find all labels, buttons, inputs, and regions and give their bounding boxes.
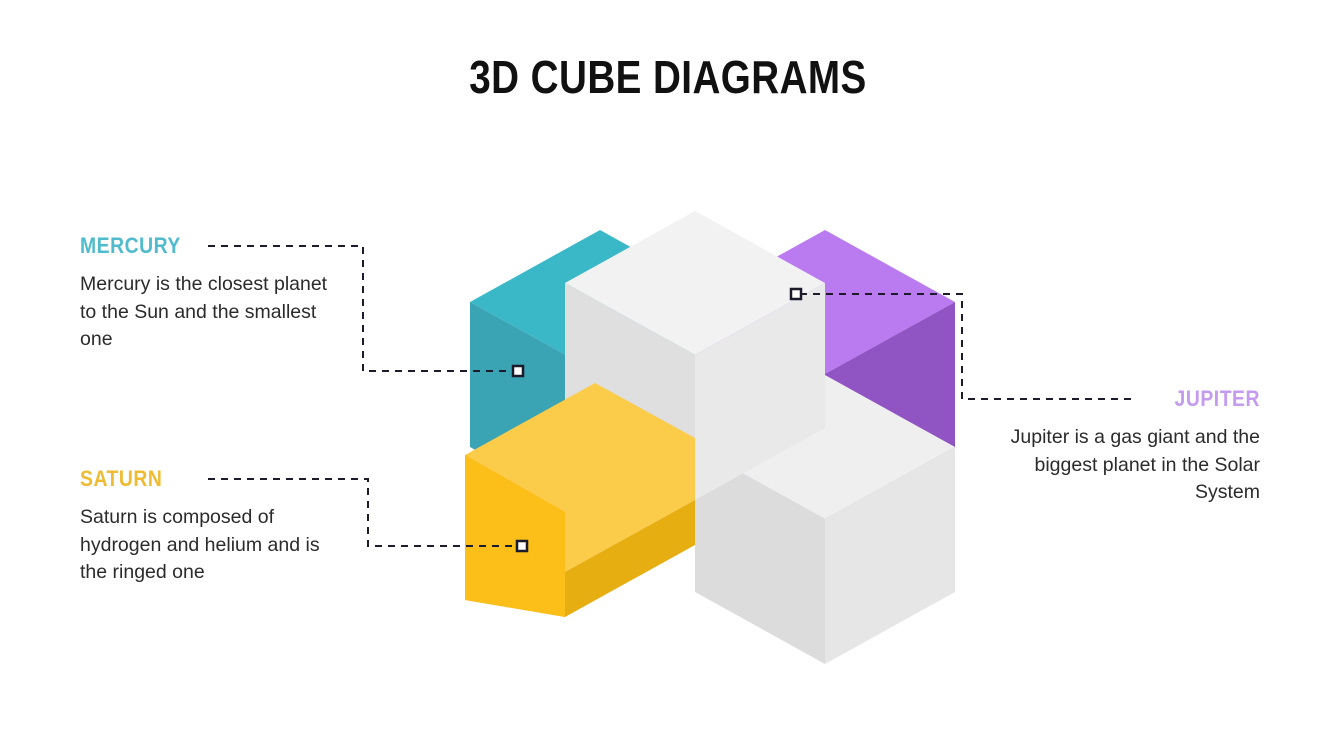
- connector-jupiter-endpoint-marker: [789, 287, 803, 301]
- saturn-cube[interactable]: [465, 383, 695, 617]
- callout-jupiter-body: Jupiter is a gas giant and the biggest p…: [1010, 426, 1260, 504]
- mercury-cube-top-face: [470, 230, 730, 374]
- front-right-cube-top-face: [695, 375, 955, 519]
- callout-mercury-heading: MERCURY: [80, 233, 181, 258]
- center-cube-top-face: [565, 211, 825, 355]
- callout-mercury: MERCURY Mercury is the closest planet to…: [80, 235, 348, 354]
- saturn-cube-top-face: [465, 383, 695, 572]
- connector-mercury-endpoint-marker: [511, 364, 525, 378]
- mercury-cube-left-face: [470, 302, 600, 519]
- front-right-cube[interactable]: [695, 375, 955, 664]
- center-cube[interactable]: [565, 211, 825, 500]
- callout-jupiter: JUPITER Jupiter is a gas giant and the b…: [972, 388, 1260, 507]
- connector-jupiter: [789, 287, 1133, 400]
- front-right-cube-right-face: [825, 447, 955, 664]
- jupiter-cube-top-face: [695, 230, 955, 374]
- jupiter-cube-left-face: [695, 302, 825, 519]
- saturn-cube-left-face-full: [465, 455, 565, 617]
- center-cube-left-face: [565, 283, 695, 500]
- jupiter-cube[interactable]: [695, 230, 955, 519]
- callout-mercury-body: Mercury is the closest planet to the Sun…: [80, 273, 328, 351]
- center-cube-right-face: [695, 283, 825, 500]
- callout-saturn-heading: SATURN: [80, 466, 163, 491]
- connector-saturn-endpoint-marker: [515, 539, 529, 553]
- saturn-cube-left-face: [465, 455, 565, 617]
- saturn-cube-right-face: [565, 500, 695, 617]
- callout-saturn-body: Saturn is composed of hydrogen and heliu…: [80, 506, 320, 584]
- jupiter-cube-right-face: [825, 302, 955, 519]
- mercury-cube[interactable]: [470, 230, 730, 519]
- mercury-cube-right-face: [600, 302, 730, 519]
- callout-saturn: SATURN Saturn is composed of hydrogen an…: [80, 468, 348, 587]
- page-title: 3D CUBE DIAGRAMS: [469, 51, 867, 103]
- front-right-cube-left-face: [695, 447, 825, 664]
- callout-jupiter-heading: JUPITER: [1174, 386, 1260, 411]
- connector-jupiter-path: [800, 293, 1133, 400]
